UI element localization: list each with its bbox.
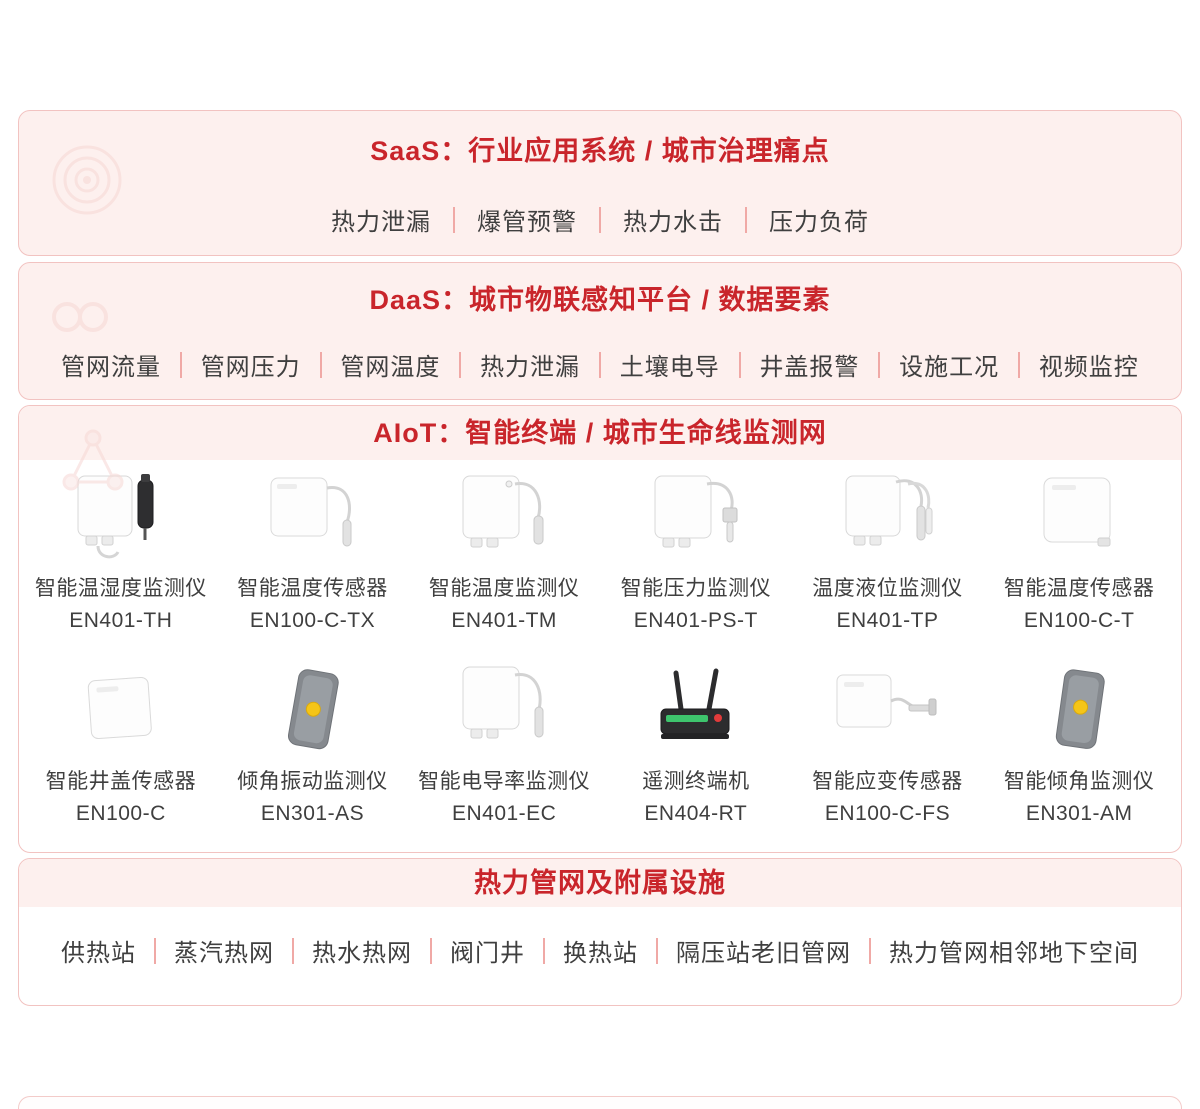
item-divider bbox=[1017, 351, 1020, 378]
daas-item: 管网温度 bbox=[340, 354, 441, 381]
device-model: EN401-TP bbox=[836, 609, 939, 632]
item-divider bbox=[179, 351, 182, 378]
device-card: 智能温度传感器 EN100-C-T bbox=[983, 466, 1175, 633]
device-card: 智能电导率监测仪 EN401-EC bbox=[408, 659, 600, 826]
daas-items-row: 管网流量 管网压力 管网温度 热力泄漏 土壤电导 井盖报警 设施工况 视频监控 bbox=[19, 347, 1181, 382]
saas-items-row: 热力泄漏 爆管预警 热力水击 压力负荷 bbox=[19, 202, 1181, 237]
device-name: 智能压力监测仪 bbox=[620, 577, 772, 600]
tilt-wedge-yellow-dot-icon bbox=[259, 659, 365, 759]
daas-item: 视频监控 bbox=[1038, 354, 1139, 381]
daas-item: 井盖报警 bbox=[759, 354, 860, 381]
saas-panel: SaaS：行业应用系统 / 城市治理痛点 热力泄漏 爆管预警 热力水击 压力负荷 bbox=[18, 110, 1182, 256]
device-name: 智能井盖传感器 bbox=[45, 770, 197, 793]
flat-panel-sensor-icon bbox=[68, 659, 174, 759]
device-model: EN100-C-TX bbox=[249, 609, 376, 632]
daas-item: 热力泄漏 bbox=[480, 354, 581, 381]
device-name: 温度液位监测仪 bbox=[812, 577, 963, 600]
item-divider bbox=[878, 351, 881, 378]
daas-item: 管网流量 bbox=[61, 354, 161, 381]
device-model: EN301-AS bbox=[260, 802, 365, 825]
device-model: EN100-C-FS bbox=[824, 802, 951, 825]
device-name: 智能电导率监测仪 bbox=[418, 770, 591, 793]
device-name: 智能温度传感器 bbox=[237, 577, 388, 600]
item-divider bbox=[599, 206, 601, 233]
item-divider bbox=[459, 351, 462, 378]
saas-title: SaaS：行业应用系统 / 城市治理痛点 bbox=[370, 136, 830, 166]
device-card: 智能井盖传感器 EN100-C bbox=[25, 659, 217, 826]
item-divider bbox=[598, 351, 601, 378]
device-name: 智能倾角监测仪 bbox=[1003, 770, 1155, 793]
device-model: EN301-AM bbox=[1025, 802, 1133, 825]
infra-item: 蒸汽热网 bbox=[174, 940, 274, 967]
datalogger-black-probe-icon bbox=[68, 466, 174, 566]
infra-panel: 热力管网及附属设施 供热站 蒸汽热网 热水热网 阀门井 换热站 隔压站老旧管网 … bbox=[18, 858, 1182, 1006]
item-divider bbox=[154, 937, 156, 964]
aiot-header-band: AIoT：智能终端 / 城市生命线监测网 bbox=[19, 406, 1181, 460]
device-card: 温度液位监测仪 EN401-TP bbox=[792, 466, 984, 633]
datalogger-wire-probe-icon bbox=[451, 466, 557, 566]
infra-item: 换热站 bbox=[563, 940, 638, 967]
item-divider bbox=[745, 206, 747, 233]
device-model: EN100-C bbox=[75, 802, 166, 825]
infra-item: 热水热网 bbox=[312, 940, 412, 967]
datalogger-wire-probe-icon bbox=[451, 659, 557, 759]
item-divider bbox=[543, 937, 545, 964]
daas-item: 土壤电导 bbox=[619, 354, 720, 381]
infra-item: 热力管网相邻地下空间 bbox=[889, 940, 1139, 967]
infra-items-row: 供热站 蒸汽热网 热水热网 阀门井 换热站 隔压站老旧管网 热力管网相邻地下空间 bbox=[19, 933, 1181, 968]
device-model: EN401-PS-T bbox=[633, 609, 758, 632]
daas-item: 管网压力 bbox=[200, 354, 301, 381]
aiot-panel: AIoT：智能终端 / 城市生命线监测网 bbox=[18, 405, 1182, 853]
device-card: 智能压力监测仪 EN401-PS-T bbox=[600, 466, 792, 633]
item-divider bbox=[430, 937, 432, 964]
daas-item: 设施工况 bbox=[899, 354, 1000, 381]
device-name: 智能温湿度监测仪 bbox=[34, 577, 207, 600]
saas-item: 热力泄漏 bbox=[331, 209, 431, 236]
device-card: 遥测终端机 EN404-RT bbox=[600, 659, 792, 826]
saas-item: 压力负荷 bbox=[769, 209, 869, 236]
tilt-wedge-yellow-dot-icon bbox=[1026, 659, 1132, 759]
device-card: 智能温度监测仪 EN401-TM bbox=[408, 466, 600, 633]
datalogger-pressure-transmitter-icon bbox=[643, 466, 749, 566]
item-divider bbox=[869, 937, 871, 964]
device-name: 智能温度传感器 bbox=[1003, 577, 1155, 600]
daas-title: DaaS：城市物联感知平台 / 数据要素 bbox=[369, 285, 831, 315]
saas-item: 热力水击 bbox=[623, 209, 723, 236]
device-model: EN401-EC bbox=[451, 802, 557, 825]
device-model: EN401-TH bbox=[69, 609, 173, 632]
device-card: 智能温湿度监测仪 EN401-TH bbox=[25, 466, 217, 633]
item-divider bbox=[738, 351, 741, 378]
infra-title: 热力管网及附属设施 bbox=[474, 868, 726, 898]
device-model: EN401-TM bbox=[451, 609, 557, 632]
item-divider bbox=[453, 206, 455, 233]
datalogger-level-probe-icon bbox=[834, 466, 940, 566]
device-name: 智能温度监测仪 bbox=[428, 577, 580, 600]
device-card: 智能温度传感器 EN100-C-TX bbox=[217, 466, 409, 633]
device-card: 智能倾角监测仪 EN301-AM bbox=[983, 659, 1175, 826]
infra-item: 阀门井 bbox=[450, 940, 525, 967]
flat-panel-sensor-icon bbox=[1026, 466, 1132, 566]
device-model: EN100-C-T bbox=[1023, 609, 1135, 632]
item-divider bbox=[292, 937, 294, 964]
device-card: 智能应变传感器 EN100-C-FS bbox=[792, 659, 984, 826]
telemetry-router-antennas-icon bbox=[643, 659, 749, 759]
panel-strain-arm-icon bbox=[829, 659, 945, 759]
aiot-title: AIoT：智能终端 / 城市生命线监测网 bbox=[373, 418, 827, 448]
infra-header-band: 热力管网及附属设施 bbox=[19, 859, 1181, 907]
device-model: EN404-RT bbox=[644, 802, 748, 825]
item-divider bbox=[656, 937, 658, 964]
item-divider bbox=[319, 351, 322, 378]
next-panel-top-edge bbox=[18, 1096, 1182, 1109]
daas-panel: DaaS：城市物联感知平台 / 数据要素 管网流量 管网压力 管网温度 热力泄漏… bbox=[18, 262, 1182, 400]
infra-item: 隔压站老旧管网 bbox=[676, 940, 851, 967]
saas-item: 爆管预警 bbox=[477, 209, 577, 236]
device-card: 倾角振动监测仪 EN301-AS bbox=[217, 659, 409, 826]
device-grid: 智能温湿度监测仪 EN401-TH 智能温度传感器 EN100-C-TX bbox=[19, 460, 1181, 826]
device-name: 智能应变传感器 bbox=[812, 770, 963, 793]
panel-wire-probe-icon bbox=[259, 466, 365, 566]
device-name: 遥测终端机 bbox=[642, 770, 750, 793]
device-name: 倾角振动监测仪 bbox=[237, 770, 388, 793]
infra-item: 供热站 bbox=[61, 940, 136, 967]
